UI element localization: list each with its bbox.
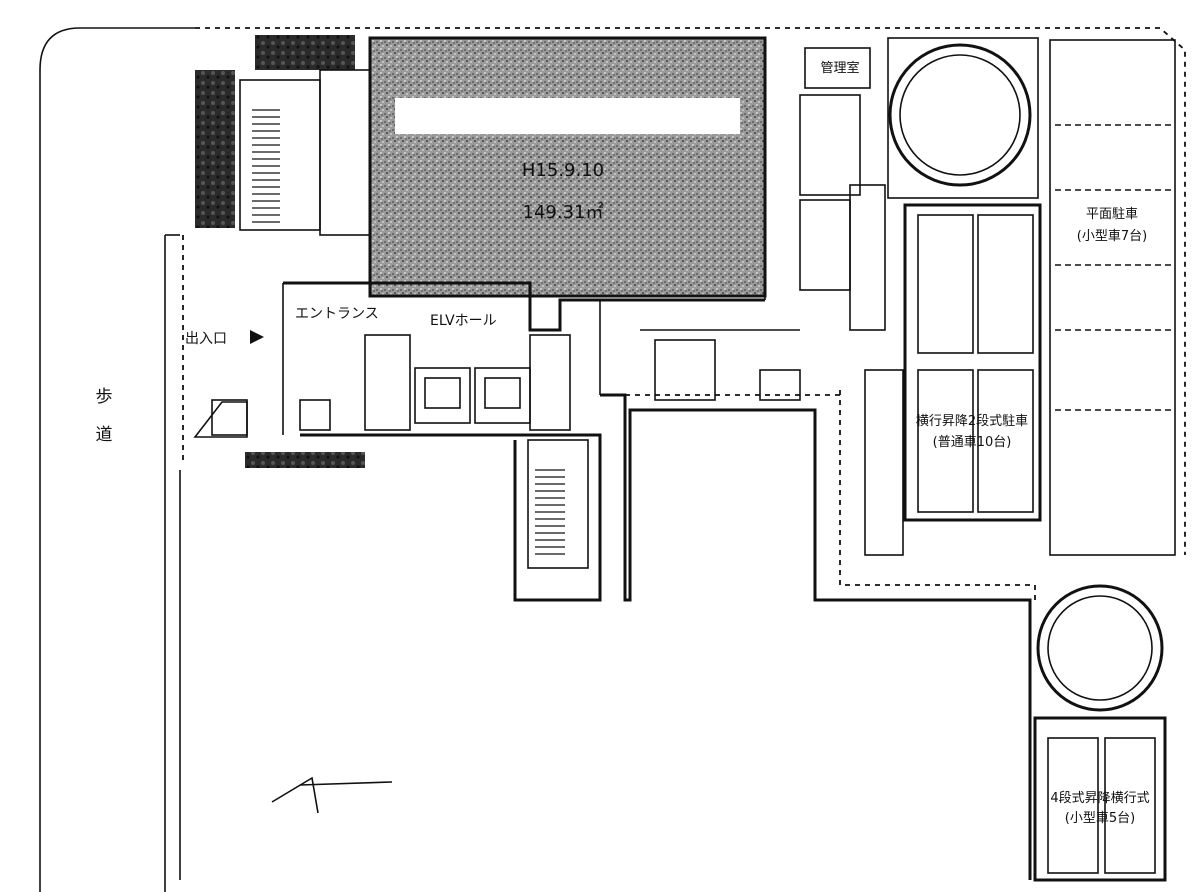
turntable-small xyxy=(1036,584,1164,712)
hedge-bottom xyxy=(245,452,365,468)
elv-hall-label: ELVホール xyxy=(430,313,497,329)
management-room-label: 管理室 xyxy=(820,60,859,76)
sidewalk-label-2: 道 xyxy=(96,425,113,445)
hedge-top xyxy=(255,35,355,70)
building-outline xyxy=(282,38,1032,880)
sidewalk xyxy=(39,27,195,892)
unit-area: 149.31㎡ xyxy=(523,201,604,223)
hatched-unit xyxy=(368,36,767,298)
flat-parking-label-1: 平面駐車 xyxy=(1086,207,1138,222)
lift-parking-label-1: 横行昇降2段式駐車 xyxy=(916,414,1028,429)
four-tier-parking-label-1: 4段式昇降横行式 xyxy=(1050,791,1149,806)
redaction-bar xyxy=(395,98,740,134)
lift-parking-label-2: (普通車10台) xyxy=(933,435,1012,450)
unit-date: H15.9.10 xyxy=(522,160,604,181)
stair-block-left xyxy=(239,69,371,236)
four-tier-parking xyxy=(1033,716,1167,882)
flat-parking-label-2: (小型車7台) xyxy=(1077,229,1147,244)
entrance-exit-label: 出入口 xyxy=(185,331,227,347)
turntable-large xyxy=(887,37,1039,199)
hedge-left xyxy=(195,70,235,228)
sidewalk-label-1: 歩 xyxy=(96,387,113,407)
service-rooms xyxy=(799,47,904,556)
elevators xyxy=(193,334,571,438)
triangle-right-icon xyxy=(250,330,264,344)
north-arrow-icon xyxy=(271,776,393,814)
entrance-label: エントランス xyxy=(295,306,379,322)
stair-center xyxy=(527,329,801,569)
four-tier-parking-label-2: (小型車5台) xyxy=(1065,811,1135,826)
flat-parking xyxy=(1049,39,1176,556)
site-boundary xyxy=(182,27,1186,605)
lift-parking xyxy=(903,203,1042,522)
